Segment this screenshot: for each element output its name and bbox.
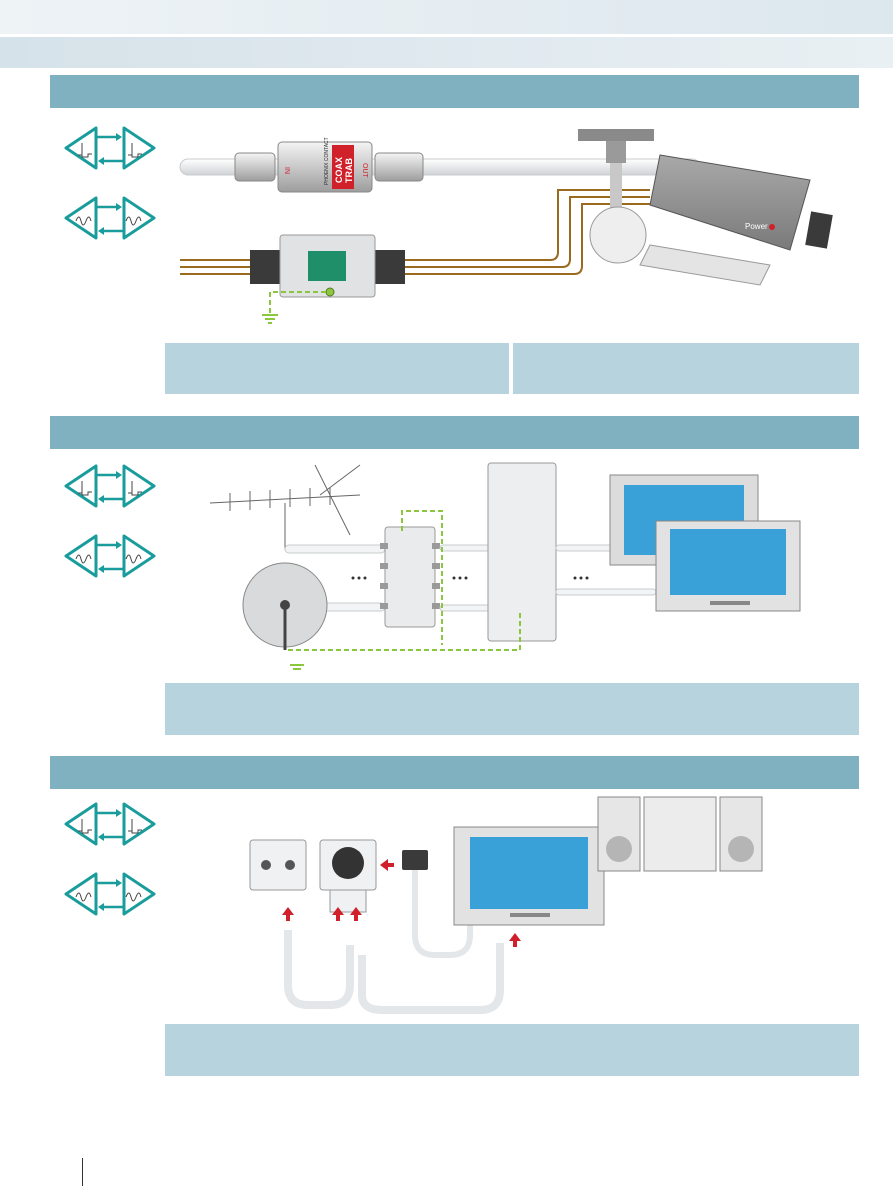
tv-cable — [358, 943, 504, 1014]
camera-mount-plate — [578, 129, 654, 141]
power-plug — [402, 850, 428, 870]
distribution-amplifier — [487, 462, 557, 642]
coax-module-port-out: OUT — [361, 163, 368, 179]
section-1-diagram: PHOENIX CONTACT COAX TRAB OUT IN Power — [179, 129, 833, 324]
antenna-cable — [284, 544, 386, 554]
section-2-caption — [165, 683, 859, 735]
coax-module-port-in: IN — [283, 167, 290, 174]
signal-pulse-icon — [64, 802, 156, 846]
ground-icon — [262, 314, 278, 324]
terrestrial-antenna — [209, 464, 361, 550]
coax-module-brand: PHOENIX CONTACT — [324, 137, 330, 185]
multiswitch — [384, 526, 436, 628]
power-cable — [412, 870, 473, 958]
coax-connector-right — [374, 152, 424, 182]
signal-wave-icon — [64, 196, 156, 240]
signal-wave-icon — [64, 872, 156, 916]
section-1-caption-left — [165, 343, 509, 394]
television-front — [655, 520, 801, 612]
surveillance-camera — [649, 154, 811, 251]
connection-arrow — [282, 859, 521, 947]
ground-icon — [290, 664, 304, 670]
section-1-header — [50, 75, 859, 108]
antenna-wall-socket — [249, 839, 307, 891]
coax-connector-left — [234, 152, 276, 182]
hifi-system — [597, 796, 763, 872]
terminal-block-left — [250, 250, 280, 284]
coax-module-name-2: TRAB — [344, 158, 354, 183]
sub-banner — [0, 37, 893, 68]
terminal-block-right — [375, 250, 405, 284]
camera-power-label: Power — [745, 222, 768, 231]
signal-wave-icon — [64, 534, 156, 578]
section-3-header — [50, 756, 859, 789]
television — [453, 826, 605, 926]
ground-wire — [288, 510, 521, 651]
section-2-diagram — [209, 462, 801, 670]
signal-wires — [180, 189, 650, 275]
section-2-header — [50, 416, 859, 449]
antenna-cable — [284, 930, 354, 1009]
section-3-diagram — [249, 796, 763, 1014]
section-3-caption — [165, 1024, 859, 1076]
top-banner — [0, 0, 893, 34]
camera-bracket — [589, 206, 647, 264]
signal-pulse-icon — [64, 126, 156, 170]
page-footer-rule — [82, 1158, 83, 1186]
ground-wire — [269, 291, 326, 315]
section-1-caption-right — [513, 343, 859, 394]
signal-pulse-icon — [64, 464, 156, 508]
coax-module-name-1: COAX — [334, 157, 344, 183]
continuation-dots — [351, 576, 589, 580]
